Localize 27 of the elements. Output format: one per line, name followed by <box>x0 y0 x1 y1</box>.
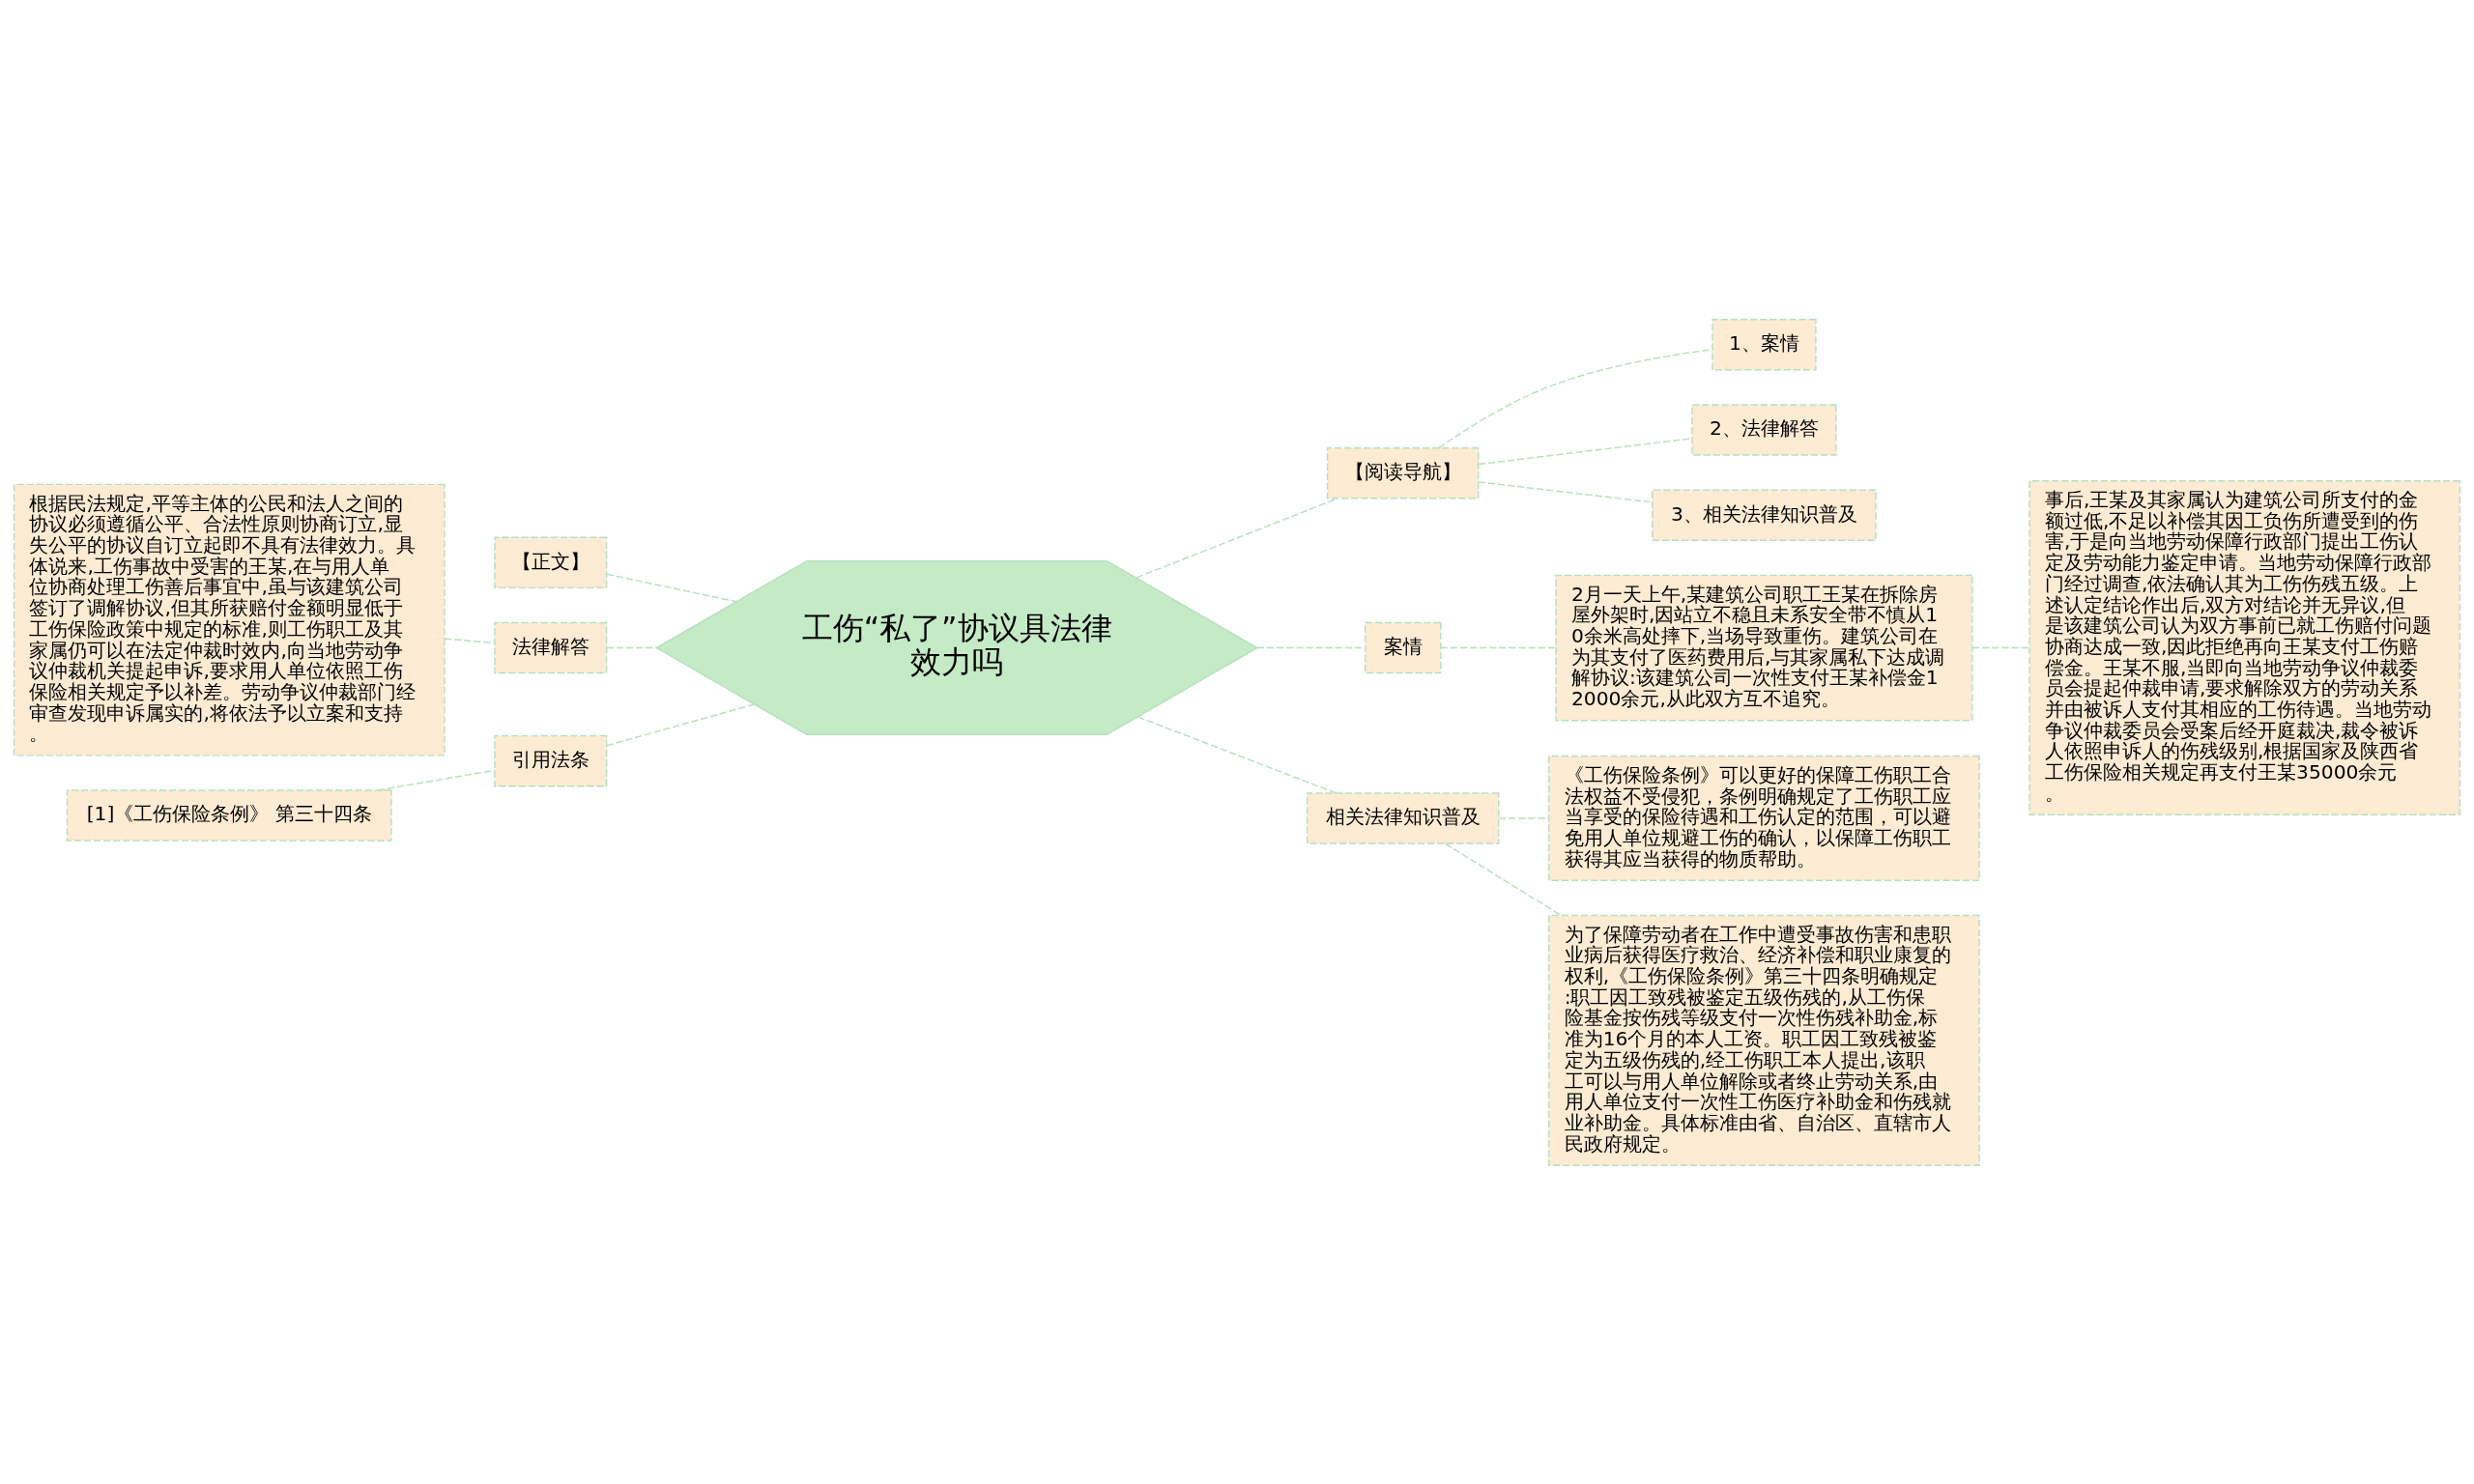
node-box: 相关法律知识普及 <box>1306 791 1500 844</box>
node-box: 1、案情 <box>1712 318 1817 371</box>
node-box: 《工伤保险条例》可以更好的保障工伤职工合法权益不受侵犯，条例明确规定了工伤职工应当享受的保险待遇和工伤认定的范围，可以避免用人单位规避工伤的确认，以保障工伤职工获得其应当获得的物质帮助。 <box>1548 755 1980 881</box>
connector <box>444 637 496 643</box>
node-box: 【正文】 <box>494 536 608 588</box>
connector <box>606 702 755 746</box>
connector <box>606 646 658 648</box>
node-box: 为了保障劳动者在工作中遭受事故伤害和患职业病后获得医疗救治、经济补偿和职业康复的权利,《工伤保险条例》第三十四条明确规定:职工因工致残被鉴定五级伤残的,从工伤保险基金按伤残等级支付一次性伤残补助金,标准为16个月的本人工资。职工因工致残被鉴定为五级伤残的,经工伤职工本人提出,该职工可以与用人单位解除或者终止劳动关系,由用人单位支付一次性工伤医疗补助金和伤残就业补助金。具体标准由省、自治区、直辖市人民政府规定。 <box>1548 914 1980 1166</box>
node-box: 案情 <box>1364 621 1442 673</box>
connector <box>1136 497 1338 579</box>
connector <box>606 573 737 602</box>
connector <box>1971 646 2030 648</box>
connector <box>1440 646 1557 648</box>
node-box: 引用法条 <box>494 734 608 786</box>
connector <box>1438 348 1713 448</box>
node-box: 2、法律解答 <box>1691 403 1837 456</box>
node-box: 2月一天上午,某建筑公司职工王某在拆除房屋外架时,因站立不稳且未系安全带不慎从10余米高处摔下,当场导致重伤。建筑公司在为其支付了医药费用后,与其家属私下达成调解协议:该建筑公司一次性支付王某补偿金12000余元,从此双方互不追究。 <box>1555 574 1973 721</box>
node-box: 【阅读导航】 <box>1326 446 1480 499</box>
connector <box>1444 842 1562 916</box>
node-box: 3、相关法律知识普及 <box>1652 488 1877 541</box>
node-box: 事后,王某及其家属认为建筑公司所支付的金额过低,不足以补偿其因工负伤所遭受到的伤害,于是向当地劳动保障行政部门提出工伤认定及劳动能力鉴定申请。当地劳动保障行政部门经过调查,依法确认其为工伤伤残五级。上述认定结论作出后,双方对结论并无异议,但是该建筑公司认为双方事前已就工伤赔付问题协商达成一致,因此拒绝再向王某支付工伤赔偿金。王某不服,当即向当地劳动争议仲裁委员会提起仲裁申请,要求解除双方的劳动关系并由被诉人支付其相应的工伤待遇。当地劳动争议仲裁委员会受案后经开庭裁决,裁令被诉人依照申诉人的伤残级别,根据国家及陕西省工伤保险相关规定再支付王某35000余元。 <box>2028 479 2461 815</box>
node-box: 法律解答 <box>494 621 608 673</box>
connector <box>1478 480 1653 502</box>
connector <box>1136 715 1337 793</box>
node-box: 根据民法规定,平等主体的公民和法人之间的协议必须遵循公平、合法性原则协商订立,显失公平的协议自订立起即不具有法律效力。具体说来,工伤事故中受害的王某,在与用人单位协商处理工伤善后事宜中,虽与该建筑公司签订了调解协议,但其所获赔付金额明显低于工伤保险政策中规定的标准,则工伤职工及其家属仍可以在法定仲裁时效内,向当地劳动争议仲裁机关提起申诉,要求用人单位依照工伤保险相关规定予以补差。劳动争议仲裁部门经审查发现申诉属实的,将依法予以立案和支持。 <box>13 483 446 756</box>
connector <box>377 769 496 791</box>
node-box: [1]《工伤保险条例》 第三十四条 <box>66 788 392 842</box>
